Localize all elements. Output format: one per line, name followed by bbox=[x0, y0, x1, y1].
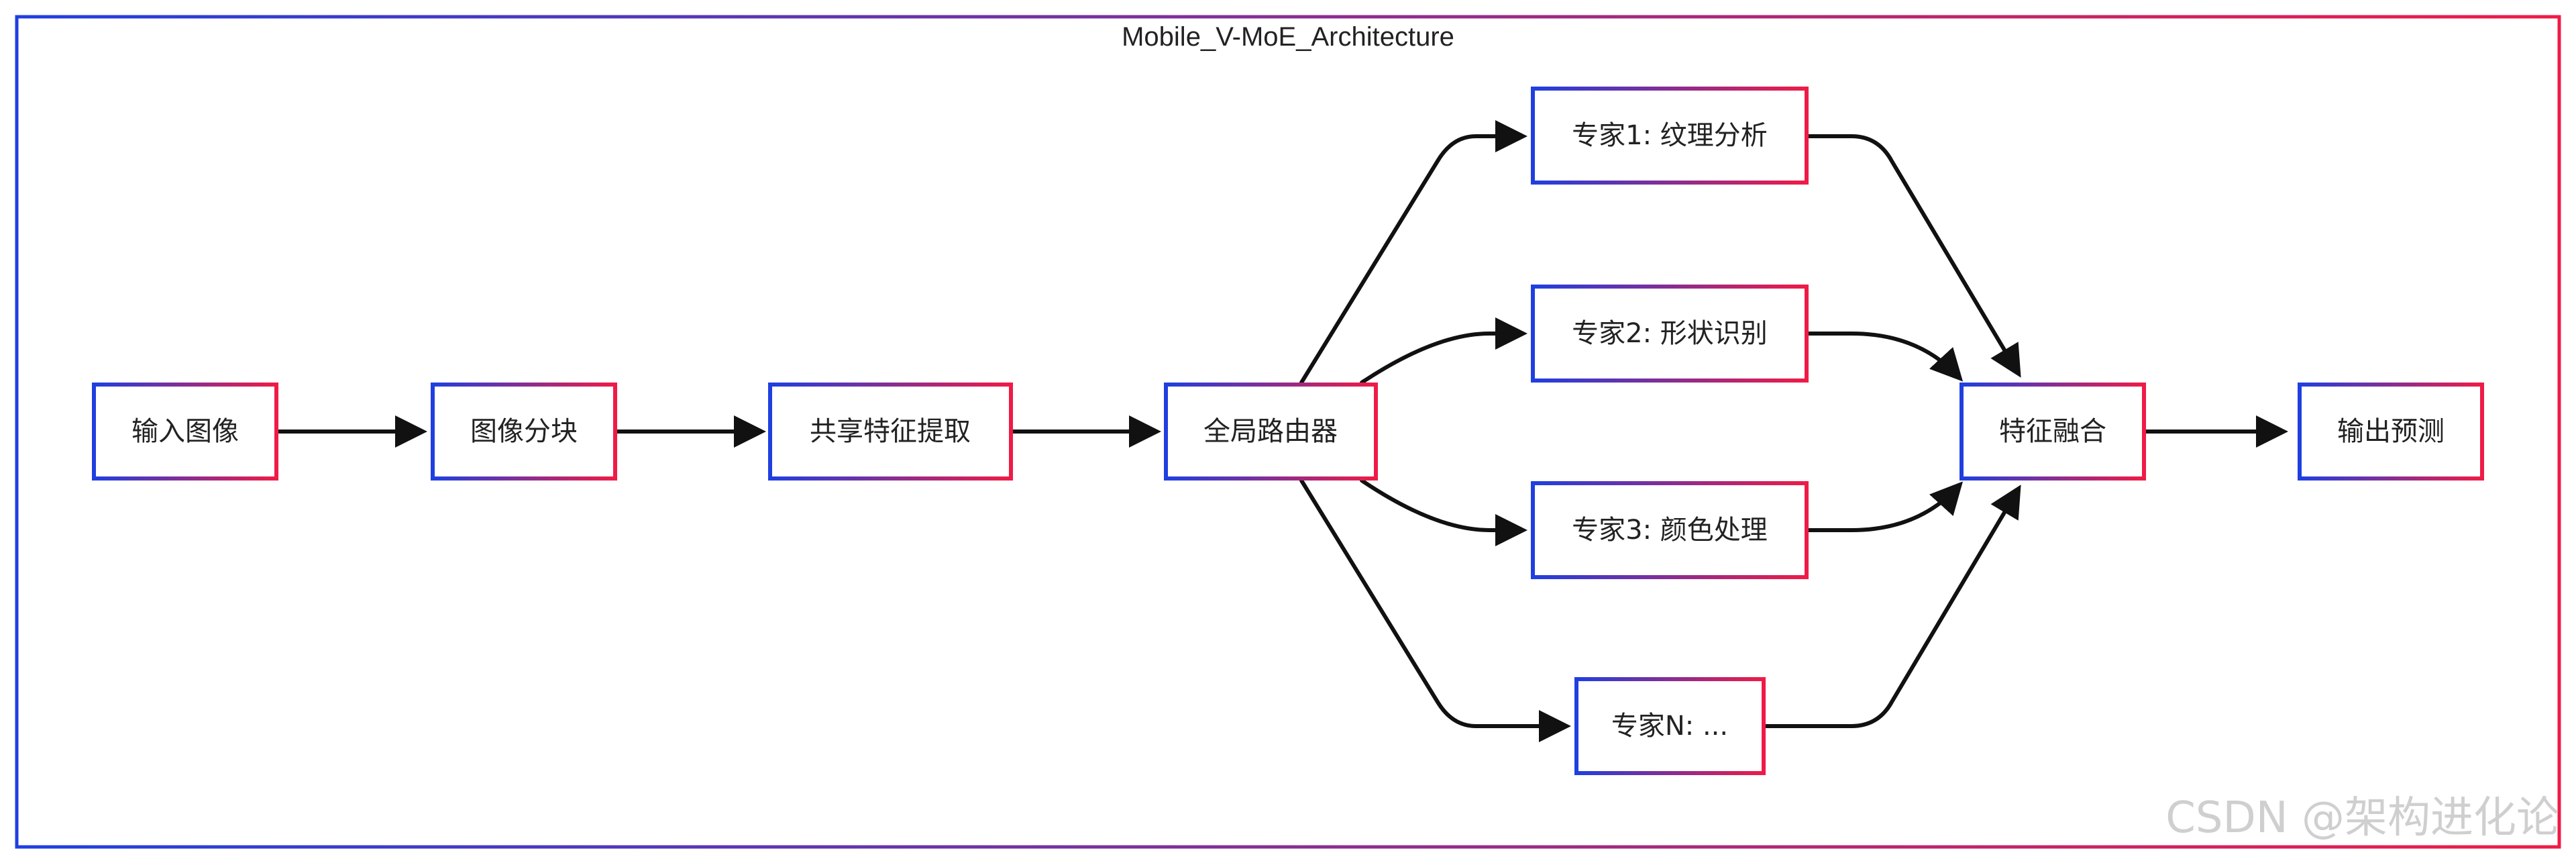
diagram-title: Mobile_V-MoE_Architecture bbox=[1122, 22, 1454, 52]
node-input-label: 输入图像 bbox=[131, 416, 239, 447]
edge-router-to-expert1 bbox=[1299, 120, 1527, 385]
watermark: CSDN @架构进化论 bbox=[2165, 793, 2559, 843]
node-fusion-label: 特征融合 bbox=[1999, 416, 2106, 447]
edge-router-to-expertN bbox=[1299, 478, 1571, 742]
node-patch: 图像分块 bbox=[431, 383, 617, 481]
node-patch-label: 图像分块 bbox=[470, 416, 578, 447]
diagram-frame bbox=[15, 15, 2561, 849]
node-output-label: 输出预测 bbox=[2337, 416, 2445, 447]
edge-expertN-to-fusion bbox=[1762, 485, 2021, 728]
node-router: 全局路由器 bbox=[1164, 383, 1378, 481]
edge-router-to-expert2 bbox=[1360, 317, 1527, 385]
edge-router-to-expert3 bbox=[1360, 478, 1527, 546]
node-expert1: 专家1: 纹理分析 bbox=[1531, 87, 1809, 185]
node-expert2-label: 专家2: 形状识别 bbox=[1572, 318, 1768, 349]
node-expert1-label: 专家1: 纹理分析 bbox=[1572, 120, 1768, 151]
node-expertN: 专家N: ... bbox=[1574, 677, 1766, 775]
edge-expert2-to-fusion bbox=[1805, 332, 1964, 382]
node-router-label: 全局路由器 bbox=[1203, 416, 1338, 447]
edges bbox=[274, 120, 2288, 742]
node-expert3-label: 专家3: 颜色处理 bbox=[1572, 515, 1768, 546]
node-shared: 共享特征提取 bbox=[768, 383, 1013, 481]
edge-expert3-to-fusion bbox=[1805, 481, 1964, 532]
node-shared-label: 共享特征提取 bbox=[810, 416, 971, 447]
edge-expert1-to-fusion bbox=[1805, 134, 2021, 378]
node-input: 输入图像 bbox=[92, 383, 278, 481]
node-expertN-label: 专家N: ... bbox=[1611, 711, 1728, 742]
node-expert3: 专家3: 颜色处理 bbox=[1531, 481, 1809, 579]
node-output: 输出预测 bbox=[2298, 383, 2484, 481]
node-expert2: 专家2: 形状识别 bbox=[1531, 285, 1809, 383]
node-fusion: 特征融合 bbox=[1960, 383, 2146, 481]
